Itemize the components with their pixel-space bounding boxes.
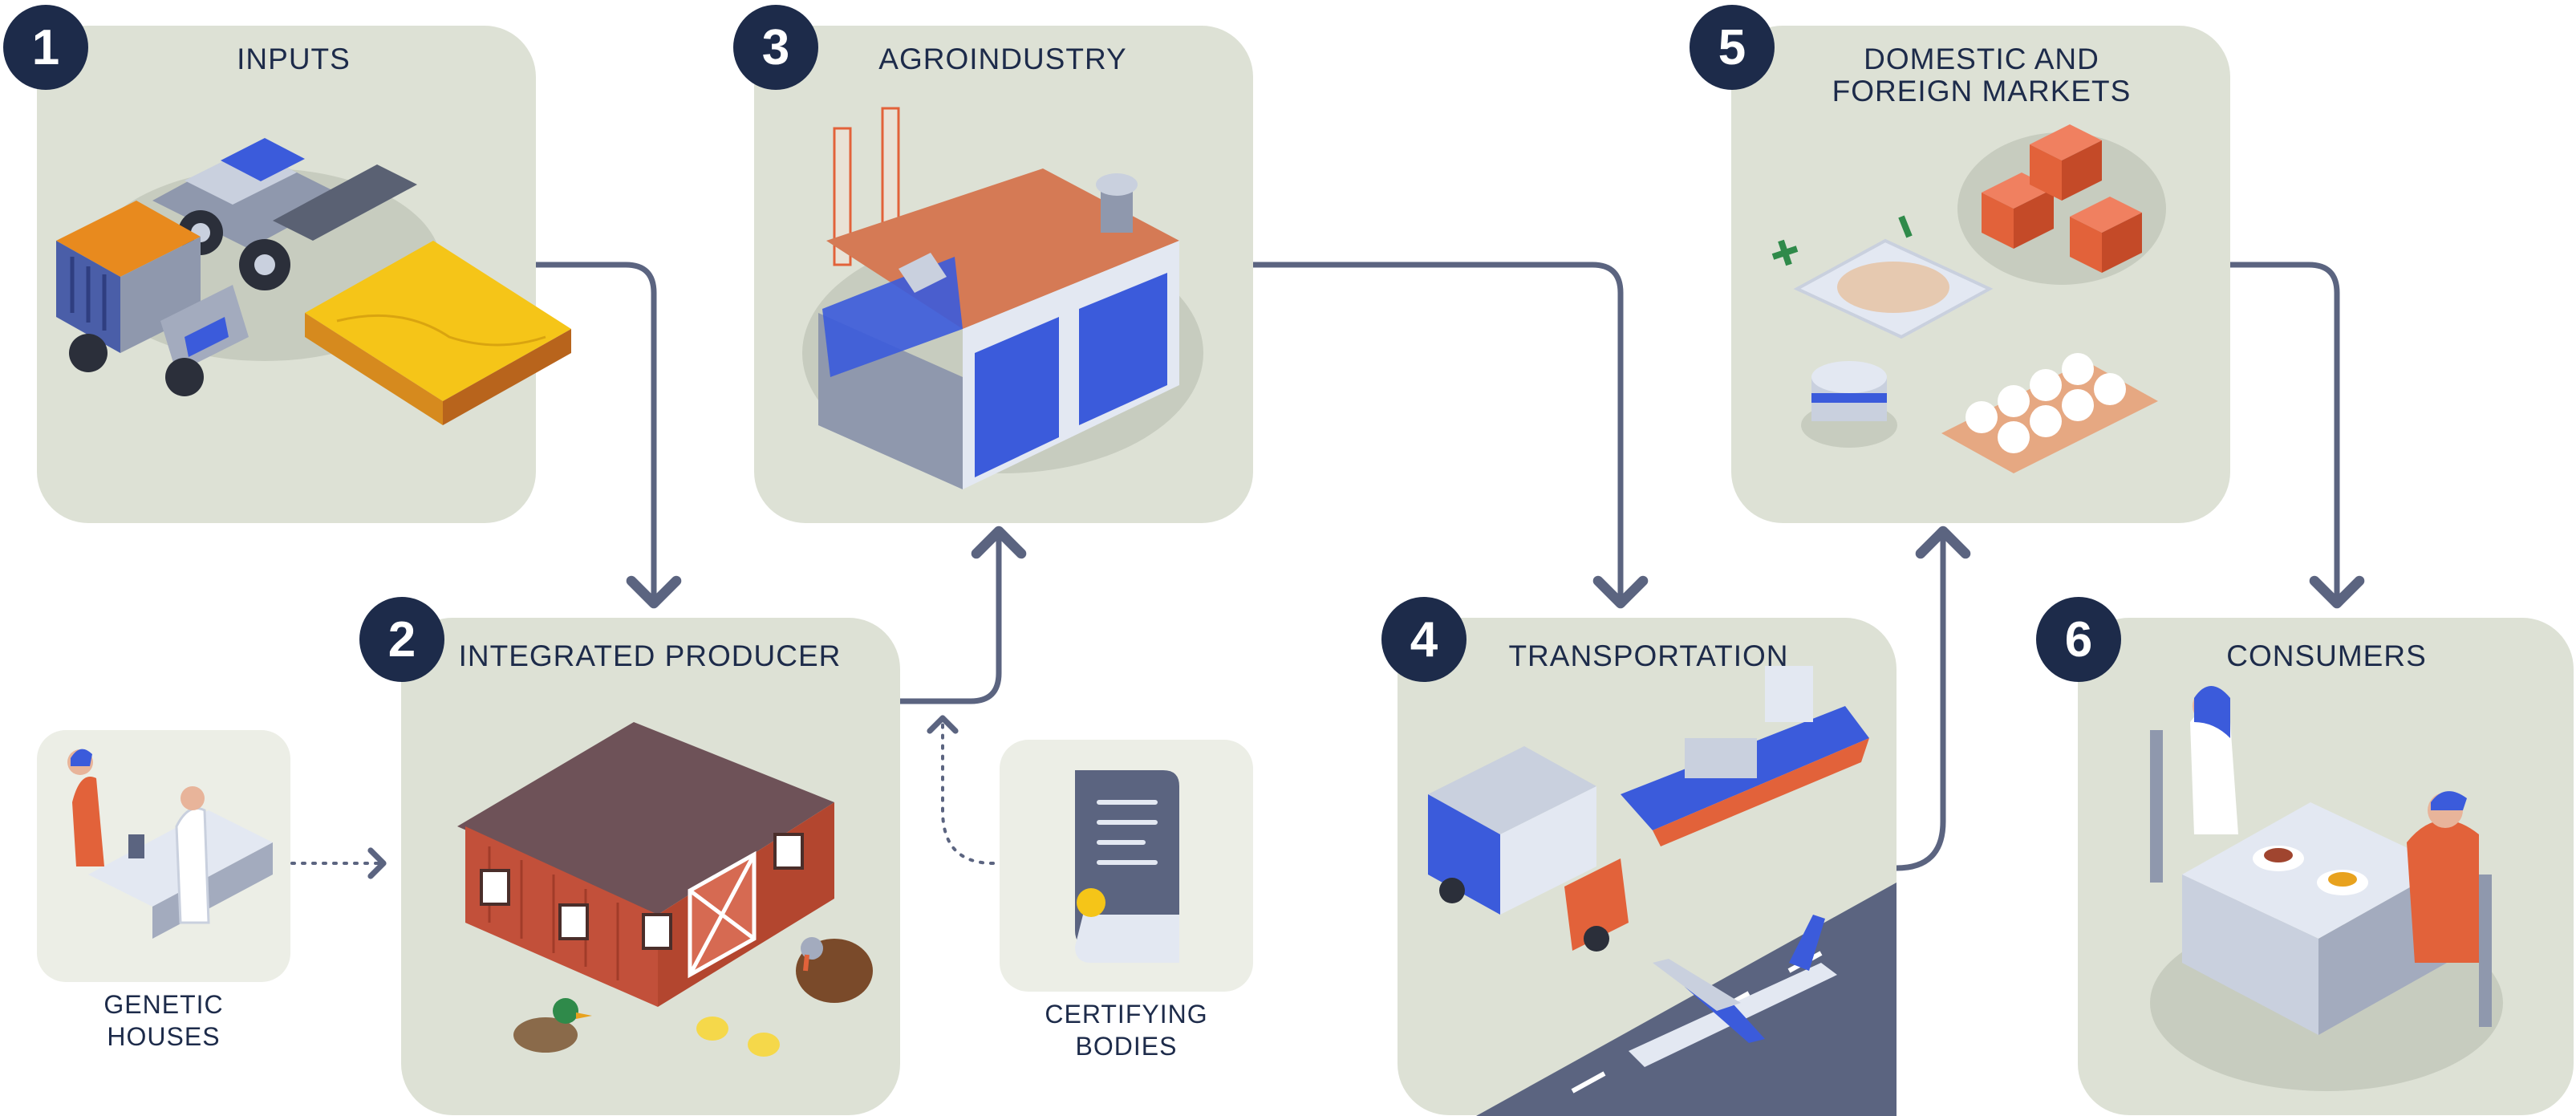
transport-illustration [1428,666,1897,1116]
harvester-truck-illustration [56,138,571,425]
stage-3-badge: 3 [733,5,818,90]
stage-integrated-producer-title: INTEGRATED PRODUCER [458,639,842,672]
stage-markets-title-line-1: DOMESTIC AND [1864,43,2099,75]
stage-4-badge: 4 [1381,597,1466,682]
barn-illustration [457,722,873,1057]
stage-agroindustry-title: AGROINDUSTRY [878,43,1127,75]
certificate-icon [1075,770,1179,963]
genetic-houses-label: GENETIC HOUSES [37,988,290,1053]
lab-illustration [67,749,273,939]
dotted-arrow-certifying-bodies [927,715,995,865]
stage-1-badge: 1 [3,5,88,90]
genetic-houses-label-line-2: HOUSES [107,1022,221,1051]
stage-2-badge: 2 [359,597,444,682]
stage-markets-title: DOMESTIC AND FOREIGN MARKETS [1749,43,2214,108]
stage-5-badge: 5 [1690,5,1775,90]
stage-inputs-title: INPUTS [237,43,351,75]
dining-illustration [2150,686,2503,1091]
stage-transportation-title: TRANSPORTATION [1508,639,1789,672]
arrow-inputs-to-producer [536,262,682,609]
arrow-producer-to-agroindustry [900,526,1027,704]
certifying-bodies-label: CERTIFYING BODIES [1000,998,1253,1062]
factory-illustration [802,107,1203,489]
stage-markets-title-line-2: FOREIGN MARKETS [1832,75,2132,108]
genetic-houses-label-line-1: GENETIC [103,990,224,1019]
markets-illustration [1771,124,2166,473]
stage-consumers-title: CONSUMERS [2226,639,2427,672]
arrow-transportation-to-markets [1896,526,1971,871]
certifying-bodies-label-line-1: CERTIFYING [1045,1000,1208,1029]
stage-6-badge: 6 [2036,597,2121,682]
certifying-bodies-label-line-2: BODIES [1075,1032,1178,1061]
arrow-agroindustry-to-transportation [1253,262,1649,609]
arrow-markets-to-consumers [2230,262,2365,609]
